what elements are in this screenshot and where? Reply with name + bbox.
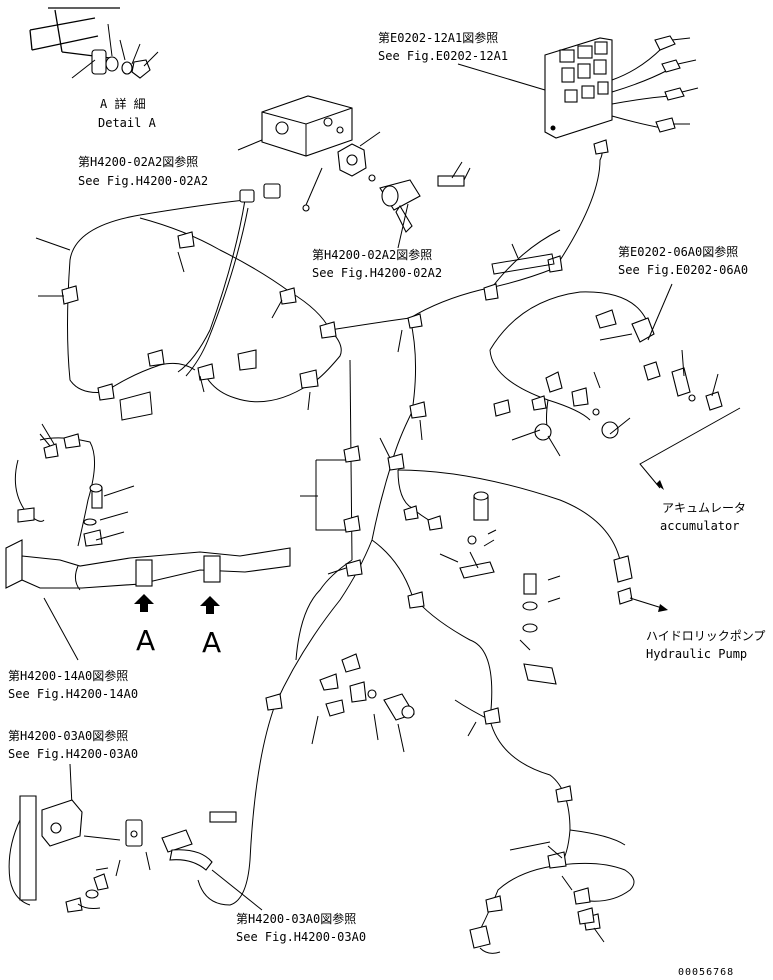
leader-h4200-03a0-left — [69, 763, 73, 807]
bottom-left-pipe-assembly — [8, 795, 237, 913]
flange-part — [337, 131, 381, 182]
lower-connector-cluster — [311, 653, 415, 753]
detail-a-assembly — [29, 7, 159, 79]
ref-h4200-02a2-top-en: See Fig.H4200-02A2 — [78, 174, 208, 188]
ref-e0202-06a0-jp: 第E0202-06A0図参照 — [618, 244, 738, 259]
center-bracket-cluster — [403, 491, 561, 685]
view-a-label-1: A — [136, 624, 155, 657]
fuse-box-terminals — [611, 35, 699, 133]
ref-e0202-12a1-jp: 第E0202-12A1図参照 — [378, 30, 498, 45]
valve-block — [261, 95, 353, 157]
ref-h4200-03a0-bottom-en: See Fig.H4200-03A0 — [236, 930, 366, 944]
ref-h4200-14a0-en: See Fig.H4200-14A0 — [8, 687, 138, 701]
e0202-06a0-subharness — [489, 291, 723, 457]
ref-h4200-02a2-mid-en: See Fig.H4200-02A2 — [312, 266, 442, 280]
leader-ticks — [35, 237, 573, 891]
pipe-side-parts — [14, 423, 135, 547]
view-a-label-2: A — [202, 626, 221, 659]
view-a-arrows — [134, 594, 220, 614]
detail-a-label-jp: A 詳 細 — [100, 96, 146, 111]
ref-h4200-03a0-bottom-jp: 第H4200-03A0図参照 — [236, 911, 356, 926]
leader-e0202-06a0 — [647, 283, 673, 341]
ref-e0202-12a1-en: See Fig.E0202-12A1 — [378, 49, 508, 63]
leader-h4200-02a2-mid — [397, 203, 409, 249]
ref-h4200-02a2-mid-jp: 第H4200-02A2図参照 — [312, 247, 432, 262]
accumulator-arrowhead — [656, 480, 664, 490]
ref-h4200-14a0-jp: 第H4200-14A0図参照 — [8, 668, 128, 683]
bolt-fitting-cluster — [302, 161, 471, 233]
bottom-right-connectors — [469, 907, 605, 954]
hydraulic-pump-label-jp: ハイドロリックポンプ — [646, 629, 765, 643]
ref-e0202-06a0-en: See Fig.E0202-06A0 — [618, 263, 748, 277]
accumulator-label-en: accumulator — [660, 519, 739, 533]
main-harness-wires — [67, 144, 635, 931]
hydraulic-pump-label-en: Hydraulic Pump — [646, 647, 747, 661]
ref-h4200-02a2-top-jp: 第H4200-02A2図参照 — [78, 154, 198, 169]
drawing-number: 00056768 — [678, 967, 734, 978]
leader-e0202-12a1 — [457, 63, 546, 91]
leader-accumulator — [639, 407, 741, 489]
hydraulic-pump-sensor — [613, 555, 668, 612]
ref-h4200-03a0-left-en: See Fig.H4200-03A0 — [8, 747, 138, 761]
leader-h4200-03a0-bottom — [211, 869, 263, 911]
detail-a-label-en: Detail A — [98, 116, 157, 130]
leader-h4200-14a0 — [43, 597, 79, 661]
leader-h4200-02a2-top — [237, 139, 263, 151]
ref-h4200-03a0-left-jp: 第H4200-03A0図参照 — [8, 728, 128, 743]
exhaust-pipe-assembly — [5, 539, 291, 591]
accumulator-label-jp: アキュムレータ — [662, 501, 746, 515]
fuse-relay-box — [544, 37, 613, 139]
